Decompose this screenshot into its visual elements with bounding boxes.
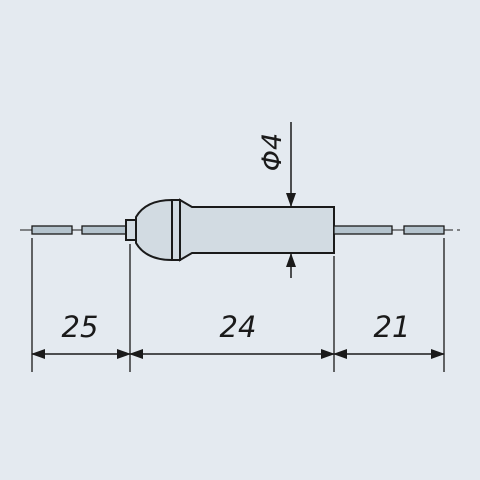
- lead-collar: [125, 219, 137, 241]
- resistor-body: [135, 198, 335, 262]
- diameter-dimension: [281, 122, 301, 278]
- left-lead-length-label: 25: [62, 310, 99, 344]
- body-length-label: 24: [220, 310, 257, 344]
- right-lead-wire: [333, 225, 445, 235]
- diameter-label: Φ4: [257, 133, 288, 171]
- extension-lines: [31, 238, 445, 372]
- right-lead-length-label: 21: [374, 310, 411, 344]
